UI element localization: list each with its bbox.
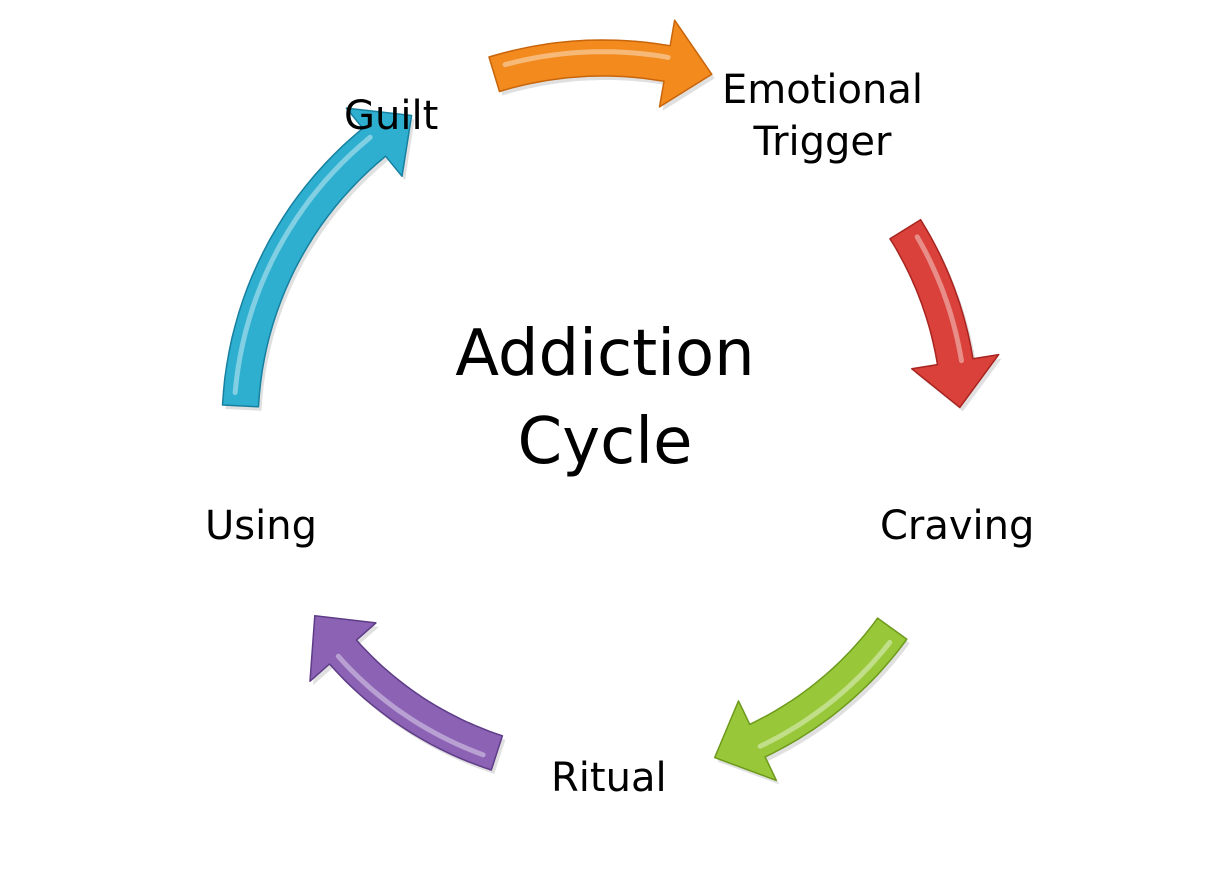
arrow-craving-to-ritual bbox=[713, 617, 908, 782]
title-line-2: Cycle bbox=[517, 405, 693, 479]
arrow-trigger-to-craving bbox=[889, 218, 1000, 409]
arrow-highlight bbox=[232, 134, 373, 396]
title-line-1: Addiction bbox=[455, 317, 755, 391]
arrow-highlight bbox=[914, 234, 964, 364]
stage-ritual: Ritual bbox=[551, 755, 667, 801]
arrow-highlight bbox=[502, 49, 671, 68]
arrow-shadow bbox=[225, 112, 415, 411]
stage-craving: Craving bbox=[880, 503, 1035, 549]
stage-emotional-trigger: Emotional Trigger bbox=[720, 64, 925, 168]
arrow-ritual-to-using bbox=[309, 614, 504, 771]
stage-using: Using bbox=[205, 503, 317, 549]
stage-label: Trigger bbox=[753, 119, 892, 165]
arrow-guilt-to-trigger bbox=[488, 19, 713, 108]
stage-label: Emotional bbox=[722, 67, 923, 113]
arrow-using-to-guilt bbox=[221, 107, 413, 408]
stage-guilt: Guilt bbox=[344, 93, 439, 139]
arrow-highlight bbox=[757, 639, 893, 749]
diagram-title: Addiction Cycle bbox=[405, 310, 805, 486]
arrow-highlight bbox=[335, 653, 486, 758]
